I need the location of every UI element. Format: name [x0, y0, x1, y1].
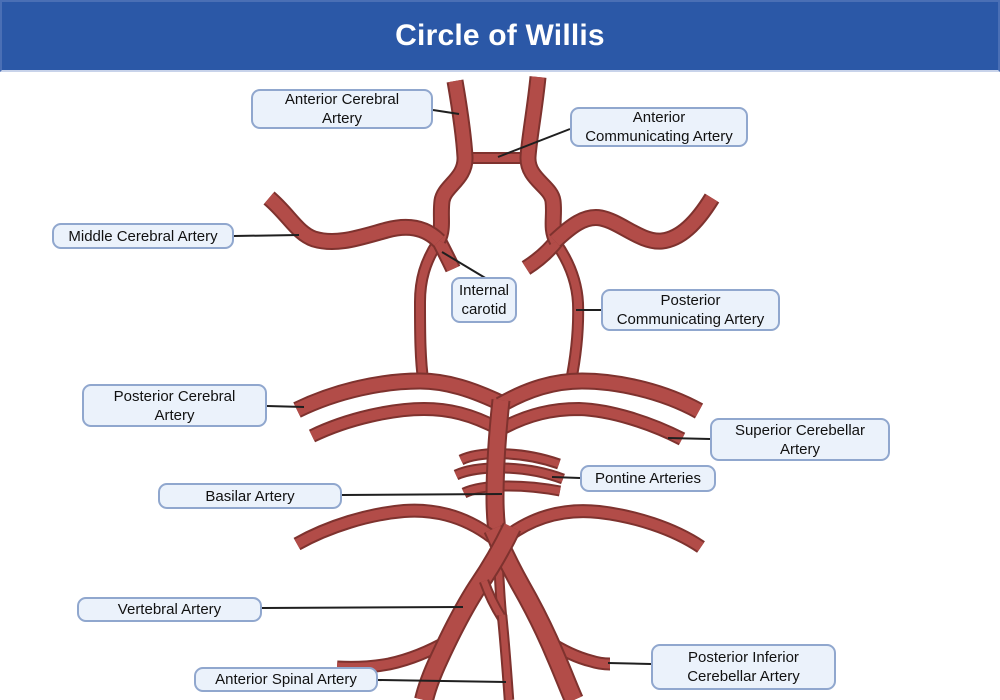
label-posterior-cerebral-artery: Posterior Cerebral Artery [82, 384, 267, 427]
anterior-cerebral-artery-vessel [430, 76, 565, 246]
label-posterior-communicating-artery: Posterior Communicating Artery [601, 289, 780, 331]
internal-carotid-vessel [428, 231, 565, 275]
title-banner: Circle of Willis [0, 0, 1000, 72]
page-title: Circle of Willis [395, 19, 605, 52]
vertebral-artery-vessel [414, 522, 584, 700]
label-superior-cerebellar-artery: Superior Cerebellar Artery [710, 418, 890, 461]
middle-cerebral-artery-vessel [263, 191, 720, 250]
label-internal-carotid: Internal carotid [451, 277, 517, 323]
connector-posterior-cerebral [266, 405, 305, 408]
connector-anterior-communicating [497, 128, 571, 158]
label-connectors [233, 109, 711, 683]
connector-anterior-cerebral [432, 109, 460, 115]
label-middle-cerebral-artery: Middle Cerebral Artery [52, 223, 234, 249]
label-anterior-spinal-artery: Anterior Spinal Artery [194, 667, 378, 692]
anterior-inferior-cerebellar-artery-vessel [293, 503, 705, 553]
connector-superior-cerebellar [667, 437, 711, 440]
connector-anterior-spinal [377, 679, 507, 683]
label-pontine-arteries: Pontine Arteries [580, 465, 716, 492]
connector-posterior-inferior-cerebellar [607, 662, 652, 665]
connector-basilar [341, 493, 503, 496]
label-anterior-communicating-artery: Anterior Communicating Artery [570, 107, 748, 147]
label-basilar-artery: Basilar Artery [158, 483, 342, 509]
label-vertebral-artery: Vertebral Artery [77, 597, 262, 622]
connector-middle-cerebral [233, 234, 300, 237]
connector-internal-carotid [441, 251, 488, 280]
connector-pontine [551, 476, 581, 479]
connector-vertebral [261, 606, 464, 609]
posterior-communicating-artery-vessel [414, 238, 585, 388]
posterior-cerebral-artery-vessel [293, 372, 704, 419]
superior-cerebellar-artery-vessel [308, 402, 686, 446]
basilar-artery-vessel [485, 398, 511, 547]
pontine-arteries-vessel [453, 448, 565, 499]
anterior-spinal-artery-vessel [479, 579, 515, 700]
label-anterior-cerebral-artery: Anterior Cerebral Artery [251, 89, 433, 129]
label-posterior-inferior-cerebellar-artery: Posterior Inferior Cerebellar Artery [651, 644, 836, 690]
